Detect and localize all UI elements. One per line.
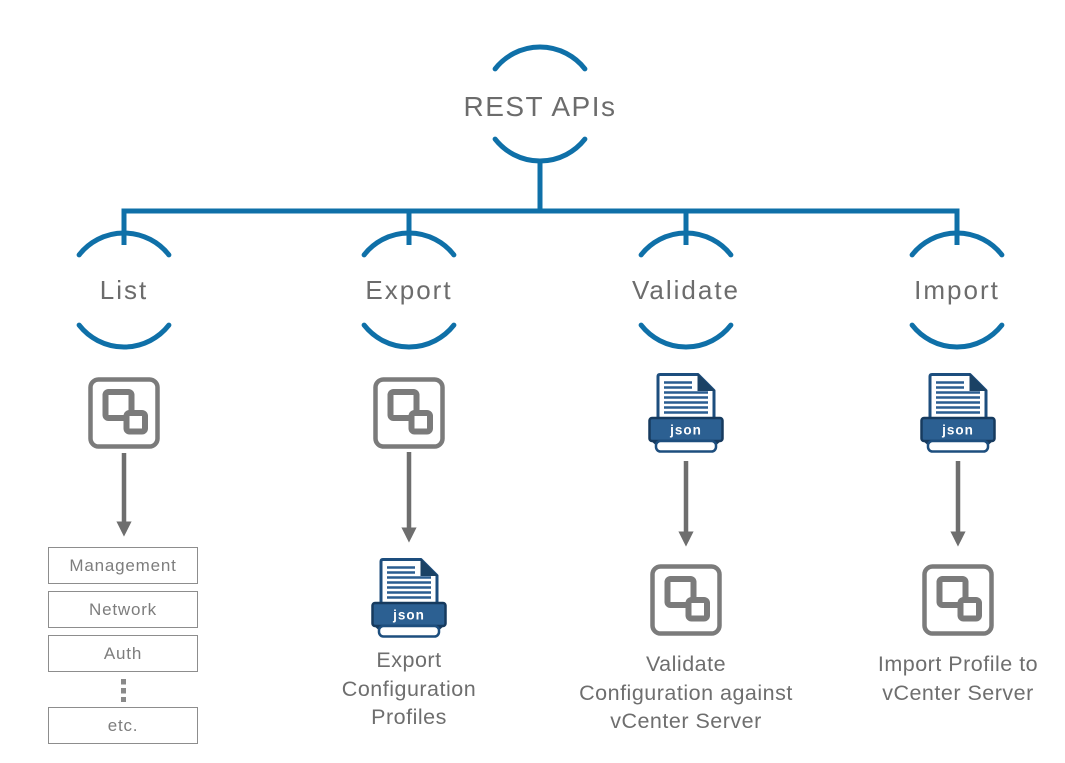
list-item-management: Management bbox=[48, 547, 198, 584]
export-circle-bottom-arc bbox=[361, 322, 457, 350]
export-circle-top-arc bbox=[361, 230, 457, 258]
validate-circle-top-arc bbox=[638, 230, 734, 258]
validate-caption: Validate Configuration against vCenter S… bbox=[579, 652, 793, 733]
export-vsphere-client-icon bbox=[373, 377, 445, 449]
import-circle-bottom-arc bbox=[909, 322, 1005, 350]
json-badge-label: json bbox=[669, 423, 702, 438]
json-badge-label: json bbox=[392, 608, 425, 623]
import-circle-top-arc bbox=[909, 230, 1005, 258]
validate-json-file-icon: json bbox=[648, 373, 724, 453]
branch-label-export: Export bbox=[365, 275, 453, 305]
root-node-label: REST APIs bbox=[463, 91, 617, 122]
branch-label-validate: Validate bbox=[631, 275, 741, 305]
branch-label-list: List bbox=[99, 275, 149, 305]
json-badge-label: json bbox=[941, 423, 974, 438]
branch-label-import: Import bbox=[914, 275, 1000, 305]
list-vsphere-client-icon bbox=[88, 377, 160, 449]
import-json-file-icon: json bbox=[920, 373, 996, 453]
export-result-json-file-icon: json bbox=[371, 558, 447, 638]
validate-circle-bottom-arc bbox=[638, 322, 734, 350]
validate-result-vsphere-client-icon bbox=[650, 564, 722, 636]
export-caption: Export Configuration Profiles bbox=[341, 648, 477, 729]
list-circle-top-arc bbox=[76, 230, 172, 258]
branch-bus-line bbox=[121, 208, 960, 245]
list-item-auth: Auth bbox=[48, 635, 198, 672]
list-circle-bottom-arc bbox=[76, 322, 172, 350]
import-caption: Import Profile to vCenter Server bbox=[877, 652, 1039, 705]
list-item-etc: etc. bbox=[48, 707, 198, 744]
import-result-vsphere-client-icon bbox=[922, 564, 994, 636]
root-circle-bottom-arc bbox=[492, 136, 588, 164]
list-item-network: Network bbox=[48, 591, 198, 628]
root-circle-top-arc bbox=[492, 44, 588, 72]
